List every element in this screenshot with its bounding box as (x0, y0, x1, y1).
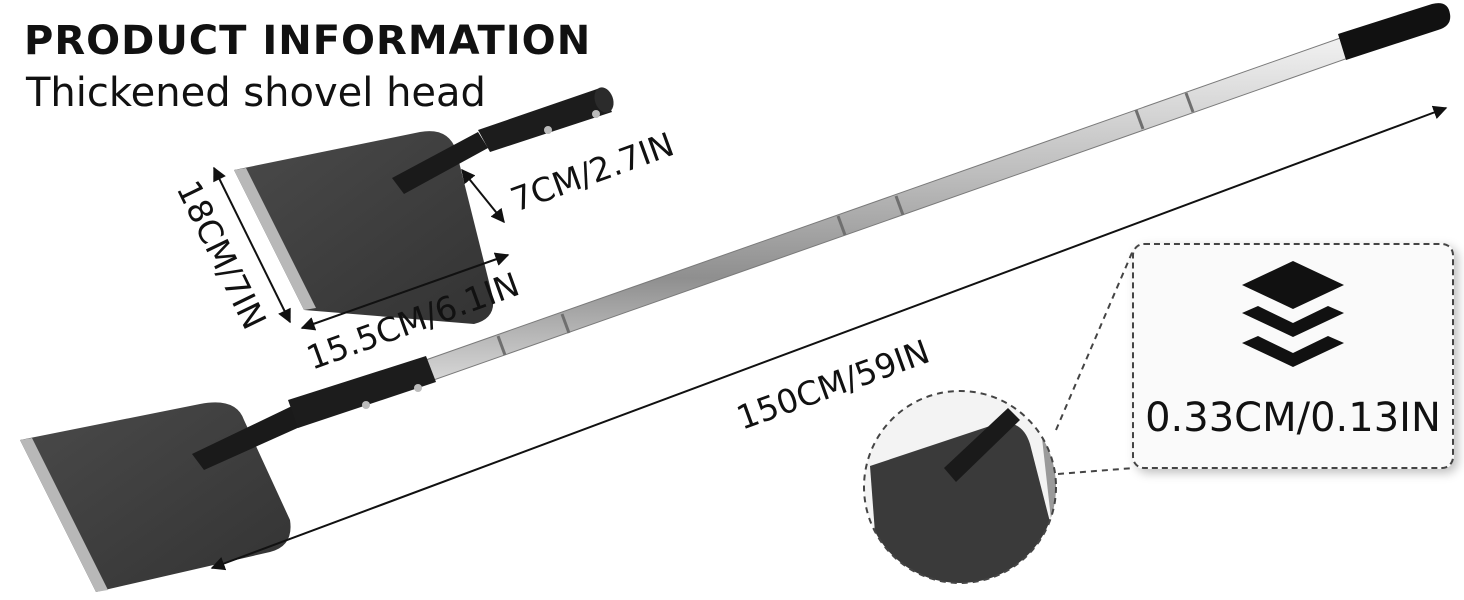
thickness-label: 0.33CM/0.13IN (1145, 395, 1441, 441)
layers-icon (1242, 261, 1344, 367)
rivet (414, 384, 422, 392)
total-length-arrow (210, 105, 1448, 571)
rivet (592, 110, 600, 118)
zoom-detail-circle (863, 390, 1057, 584)
page-title: PRODUCT INFORMATION (24, 18, 592, 64)
thickness-card: 0.33CM/0.13IN (1132, 243, 1454, 469)
zoom-connector (1055, 247, 1135, 431)
handle-grip (1338, 3, 1451, 61)
rivet (544, 126, 552, 134)
full-blade-edge (20, 438, 108, 592)
rivet (362, 401, 370, 409)
detail-socket (478, 88, 612, 152)
neck-length-label: 7CM/2.7IN (505, 125, 679, 220)
zoom-connector (1057, 467, 1135, 475)
